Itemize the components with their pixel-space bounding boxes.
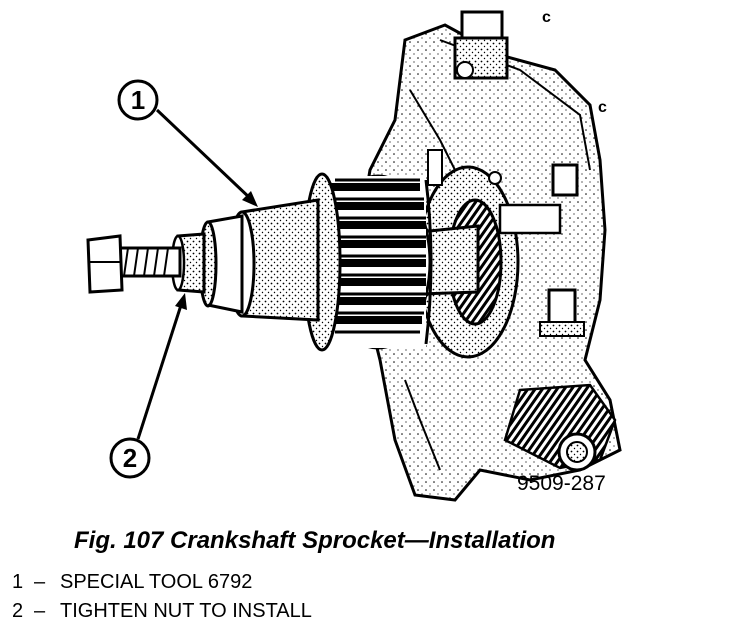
svg-text:1: 1 <box>131 85 145 115</box>
legend-item-dash: – <box>34 600 46 622</box>
crankshaft-sprocket <box>324 174 433 350</box>
legend-item-dash: – <box>34 571 46 593</box>
legend-item-number: 2 <box>12 600 24 622</box>
special-tool-6792 <box>86 172 342 352</box>
crankshaft-sprocket-illustration: 1 2 c c 9509-287 <box>86 9 622 502</box>
legend-item: 2–TIGHTEN NUT TO INSTALL <box>12 597 312 626</box>
figure-id: 9509-287 <box>517 472 606 495</box>
legend-item-text: SPECIAL TOOL 6792 <box>60 571 253 593</box>
legend: 1–SPECIAL TOOL 6792 2–TIGHTEN NUT TO INS… <box>12 568 312 626</box>
callout-1: 1 <box>117 79 258 207</box>
legend-item-text: TIGHTEN NUT TO INSTALL <box>60 600 312 622</box>
svg-text:2: 2 <box>123 443 137 473</box>
callout-2: 2 <box>109 293 187 479</box>
legend-item-number: 1 <box>12 571 24 593</box>
corner-mark-top: c <box>542 9 551 26</box>
legend-item: 1–SPECIAL TOOL 6792 <box>12 568 312 597</box>
corner-mark-right: c <box>598 99 607 116</box>
figure-caption: Fig. 107 Crankshaft Sprocket—Installatio… <box>74 527 556 554</box>
